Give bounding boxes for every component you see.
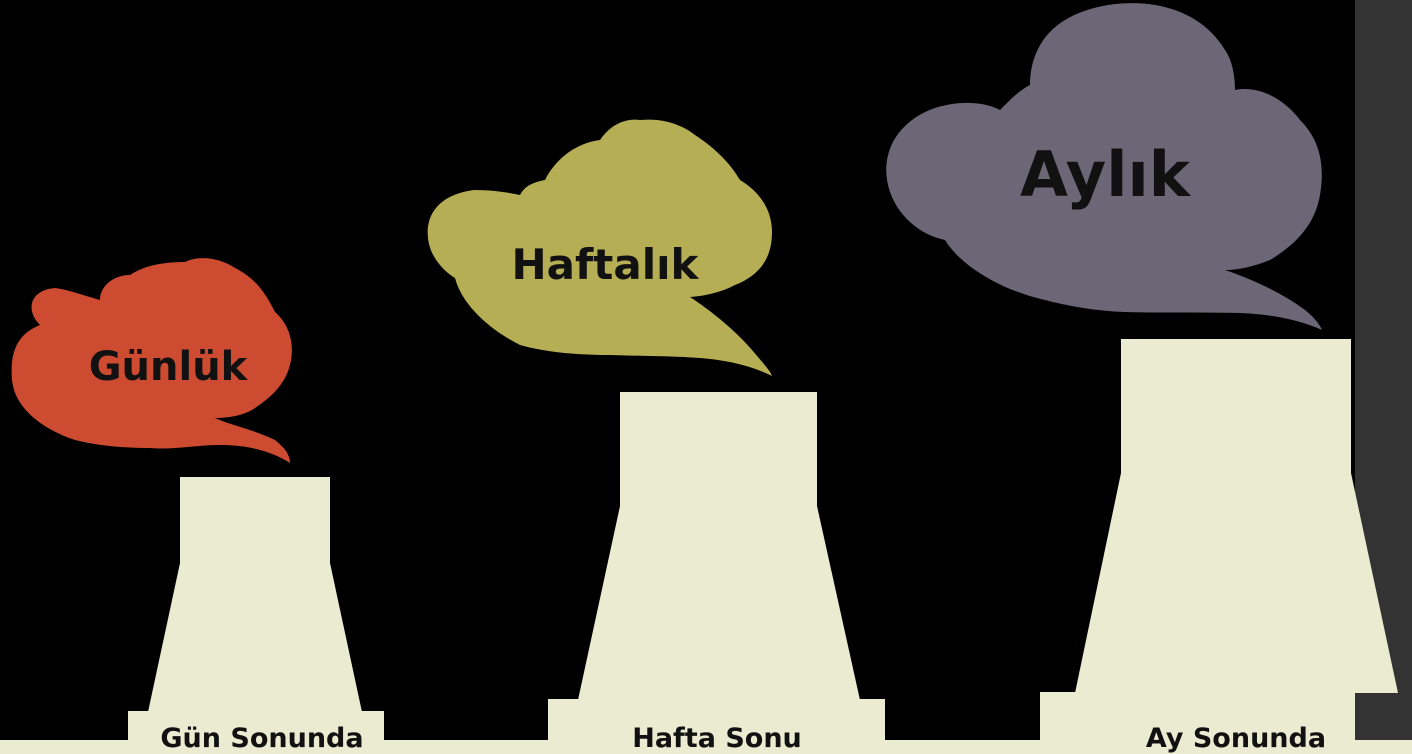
tower-weekly-body — [578, 506, 860, 700]
tower-daily — [128, 477, 384, 754]
cloud-monthly-shape — [886, 3, 1322, 330]
cloud-monthly-label: Aylık — [1020, 138, 1192, 211]
cloud-monthly: Aylık — [886, 3, 1322, 330]
tower-weekly-top — [620, 392, 817, 508]
tower-monthly-top — [1121, 339, 1351, 475]
base-monthly-label: Ay Sonunda — [1146, 723, 1326, 754]
tower-weekly — [548, 392, 885, 754]
tower-monthly-body — [1075, 473, 1398, 693]
tower-monthly — [1040, 339, 1398, 754]
cloud-weekly-shape — [427, 119, 772, 377]
base-weekly-label: Hafta Sonu — [632, 723, 802, 754]
cloud-daily-shape — [11, 258, 292, 463]
cloud-weekly-label: Haftalık — [512, 240, 700, 289]
tower-daily-top — [180, 477, 330, 565]
cloud-daily-label: Günlük — [89, 344, 249, 390]
tower-monthly-base — [1040, 692, 1355, 754]
base-daily-label: Gün Sonunda — [160, 723, 363, 754]
tower-daily-body — [148, 563, 362, 712]
tower-weekly-base — [548, 699, 885, 754]
tower-daily-base — [128, 711, 384, 754]
cloud-weekly: Haftalık — [427, 119, 772, 377]
cloud-daily: Günlük — [11, 258, 292, 463]
